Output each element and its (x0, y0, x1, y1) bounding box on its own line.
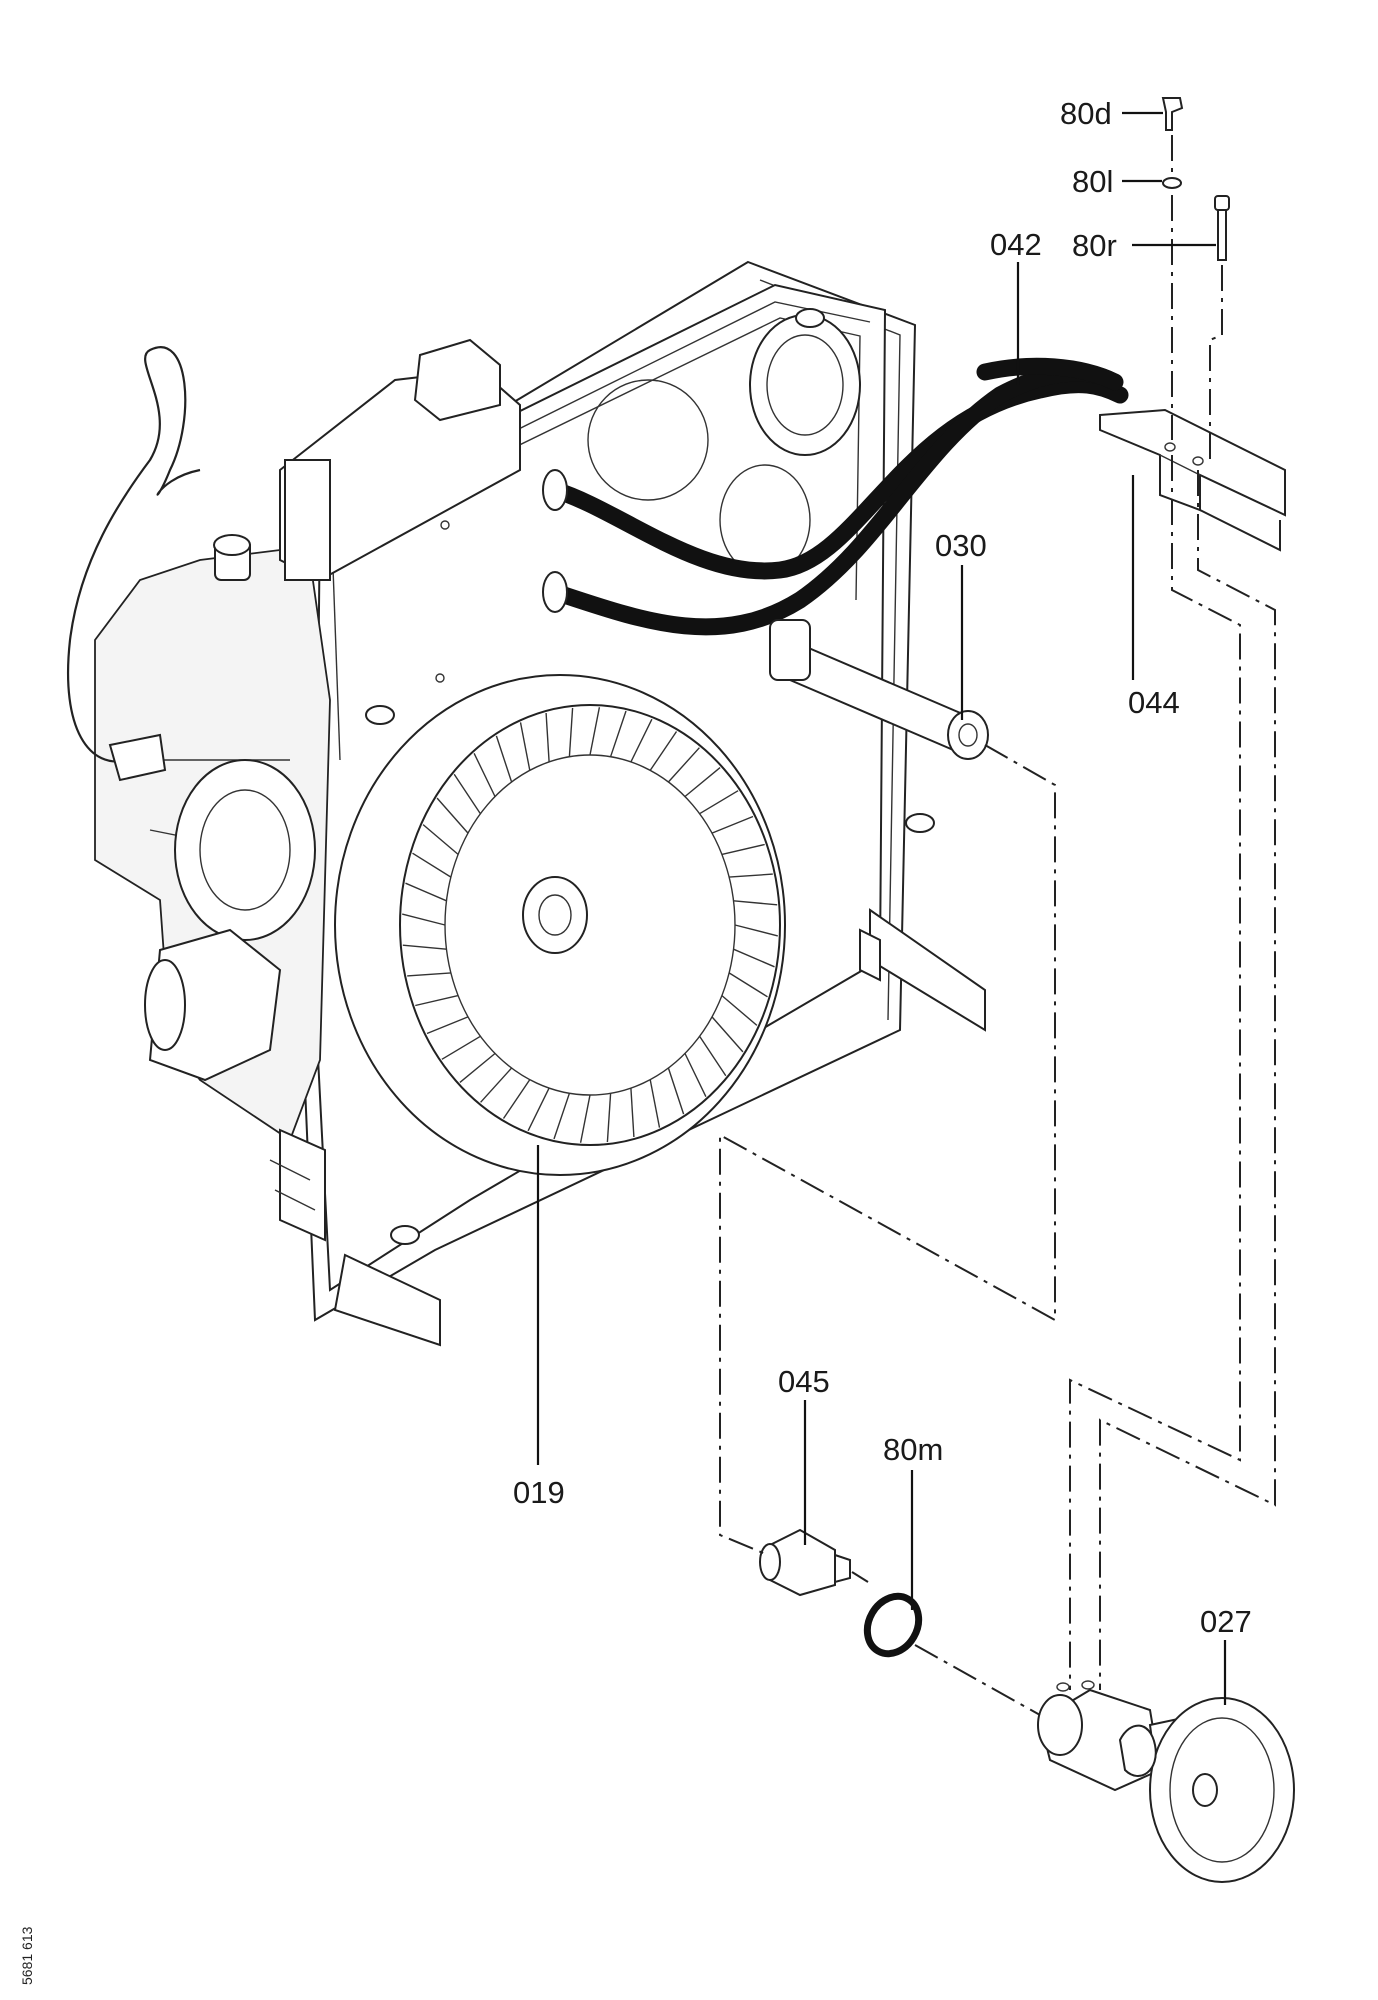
bracket-044 (1099, 408, 1286, 552)
wheel-blade (502, 1079, 531, 1119)
label-030: 030 (935, 528, 987, 563)
wheel-blade (667, 747, 700, 783)
wheel-blade (729, 873, 773, 878)
wheel-blade (684, 767, 721, 798)
o-ring-80m (863, 1592, 923, 1658)
wheel-blade (711, 1016, 744, 1053)
wheel-blade (606, 1093, 612, 1143)
wheel-blade (545, 712, 550, 762)
wheel-blade (480, 1067, 513, 1103)
burner-027 (1037, 1680, 1295, 1883)
wheel-blade (422, 824, 459, 855)
wheel-blade (721, 843, 765, 856)
washer-80l (1162, 177, 1182, 189)
wheel-blade (711, 815, 754, 834)
wheel-blade (441, 1035, 481, 1060)
wheel-blade (405, 882, 447, 902)
leader-lines (536, 111, 1227, 1705)
wheel-blade (402, 913, 446, 926)
wheel-blade (728, 972, 768, 998)
wheel-blade (649, 1079, 661, 1128)
label-80m: 80m (883, 1432, 943, 1467)
wheel-blade (733, 948, 775, 968)
wheel-blade (721, 995, 758, 1026)
screw-80d (1161, 97, 1184, 131)
document-number: 5681 613 (19, 1926, 35, 1985)
wheel-blade (699, 1035, 727, 1077)
wheel-blade (649, 731, 678, 771)
wheel-blade (589, 707, 601, 756)
wheel-blade (684, 1053, 707, 1098)
wheel-blade (579, 1094, 591, 1143)
wheel-blade (734, 924, 778, 937)
wheel-blade (407, 972, 451, 977)
wheel-blade (553, 1093, 571, 1140)
wheel-blade (699, 790, 739, 815)
fitting-045 (759, 1528, 851, 1597)
blower-wheel (334, 674, 786, 1176)
label-80r: 80r (1072, 228, 1117, 263)
wheel-blade (426, 1016, 469, 1035)
hose-pair (542, 357, 1129, 636)
wheel-blade (609, 710, 627, 757)
label-80d: 80d (1060, 96, 1112, 131)
wheel-blade (630, 718, 653, 763)
wheel-blade (527, 1087, 550, 1132)
wheel-blade (667, 1067, 685, 1115)
label-80l: 80l (1072, 164, 1113, 199)
wheel-blade (453, 773, 481, 815)
wheel-blade (519, 722, 531, 771)
label-042: 042 (990, 227, 1042, 262)
wheel-blade (473, 752, 496, 797)
wheel-blade (568, 707, 574, 757)
pipe-030 (769, 619, 989, 760)
wheel-blade (415, 994, 459, 1007)
label-045: 045 (778, 1364, 830, 1399)
label-044: 044 (1128, 685, 1180, 720)
wheel-blade (630, 1088, 635, 1138)
assembly-lines (719, 135, 1276, 1716)
wheel-blade (436, 797, 469, 834)
wheel-blade (459, 1052, 496, 1083)
label-019: 019 (513, 1475, 565, 1510)
label-027: 027 (1200, 1604, 1252, 1639)
screw-80r (1214, 195, 1230, 261)
wheel-blade (402, 944, 447, 950)
wheel-blade (412, 852, 452, 878)
wheel-blade (733, 900, 778, 906)
wheel-blade (495, 735, 513, 783)
